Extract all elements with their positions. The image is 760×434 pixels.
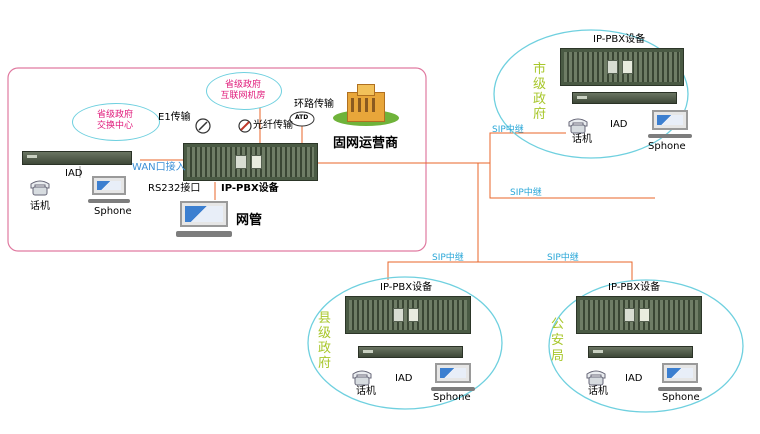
police-pbx-label: IP-PBX设备 [608, 282, 661, 293]
county-name-char1: 县 [318, 311, 332, 326]
cloud-idc-label: 省级政府 互联网机房 [208, 80, 278, 103]
police-sphone-label: Sphone [662, 392, 700, 403]
county-iad [358, 346, 463, 358]
city-name: 市 级 政 府 [533, 63, 553, 121]
county-pbx-label: IP-PBX设备 [380, 282, 433, 293]
provincial-iad [22, 151, 132, 165]
city-name-char3: 政 [533, 92, 547, 107]
provincial-phone-label: 话机 [30, 201, 50, 212]
city-cloud [493, 29, 689, 159]
police-name-char1: 公 [551, 317, 565, 332]
sip-label-left: SIP中继 [432, 253, 464, 263]
city-name-char4: 府 [533, 107, 547, 122]
city-sphone-pc-icon [648, 110, 692, 138]
county-cloud [307, 276, 503, 410]
county-name-char4: 府 [318, 356, 332, 371]
city-name-char2: 级 [533, 77, 547, 92]
city-sphone-label: Sphone [648, 141, 686, 152]
fiber-label: 光纤传输 [253, 120, 293, 131]
e1-label: E1传输 [158, 112, 191, 123]
county-phone-label: 话机 [356, 386, 376, 397]
sip-label-mid: SIP中继 [510, 188, 542, 198]
police-phone-label: 话机 [588, 386, 608, 397]
police-pbx [576, 296, 702, 334]
county-pbx [345, 296, 471, 334]
provincial-pbx-label: IP-PBX设备 [221, 183, 279, 194]
city-name-char1: 市 [533, 62, 547, 77]
cloud-exchange-center [72, 103, 160, 141]
rs232-label: RS232接口 [148, 183, 201, 194]
city-iad [572, 92, 677, 104]
provincial-iad-label: IAD [65, 168, 83, 179]
atd-label: ATD [295, 114, 309, 121]
sip-link-police [478, 261, 633, 280]
cloud-idc-line1: 省级政府 [224, 80, 261, 90]
atd-icon [289, 111, 315, 127]
city-iad-label: IAD [610, 119, 628, 130]
police-iad [588, 346, 693, 358]
provincial-pbx [183, 143, 318, 181]
county-iad-label: IAD [395, 373, 413, 384]
carrier-label: 固网运营商 [333, 136, 399, 151]
carrier-building-icon [333, 84, 399, 126]
county-phone-icon [350, 366, 374, 386]
police-name: 公 安 局 [551, 318, 571, 363]
sip-link-open [489, 163, 655, 199]
sip-link-county [387, 163, 479, 280]
provincial-phone-icon [28, 176, 52, 196]
county-sphone-pc-icon [431, 363, 475, 391]
county-sphone-label: Sphone [433, 392, 471, 403]
provincial-region-border [7, 67, 427, 252]
cloud-exchange-line2: 交换中心 [96, 121, 133, 132]
provincial-sphone-label: Sphone [94, 206, 132, 217]
ring-label: 环路传输 [294, 99, 334, 110]
cloud-exchange-label: 省级政府 交换中心 [80, 110, 150, 133]
county-name-char3: 政 [318, 341, 332, 356]
police-name-char2: 安 [551, 333, 565, 348]
sip-link-city [318, 132, 566, 164]
city-phone-icon [566, 114, 590, 134]
cloud-idc [206, 72, 282, 110]
police-cloud [548, 279, 744, 413]
police-iad-label: IAD [625, 373, 643, 384]
provincial-sphone-pc-icon [88, 176, 130, 203]
city-pbx-label: IP-PBX设备 [593, 34, 646, 45]
sip-label-right: SIP中继 [547, 253, 579, 263]
police-sphone-pc-icon [658, 363, 702, 391]
sip-label-top: SIP中继 [492, 125, 524, 135]
cloud-exchange-line1: 省级政府 [96, 110, 133, 120]
city-phone-label: 话机 [572, 134, 592, 145]
city-pbx [560, 48, 684, 86]
police-name-char3: 局 [551, 349, 565, 364]
nms-label: 网管 [236, 213, 263, 228]
cloud-idc-line2: 互联网机房 [220, 91, 266, 102]
nms-pc-icon [176, 201, 232, 237]
county-name: 县 级 政 府 [318, 312, 338, 370]
county-name-char2: 级 [318, 326, 332, 341]
police-phone-icon [584, 366, 608, 386]
wan-label: WAN口接入 [132, 162, 186, 173]
